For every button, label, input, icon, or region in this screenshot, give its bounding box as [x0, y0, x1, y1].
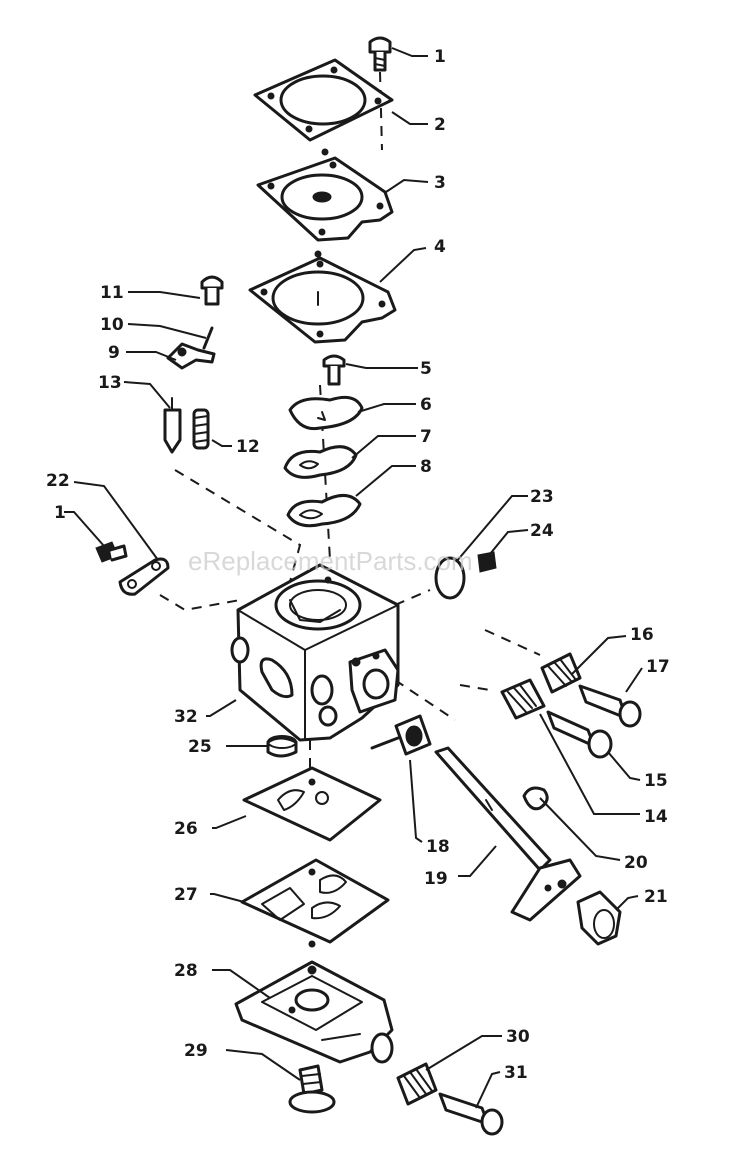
lever-part-6 [288, 395, 364, 431]
callout-labels: 1 2 3 4 5 6 7 8 11 10 9 13 12 22 1 23 24… [46, 47, 670, 1083]
pin-part-10 [202, 326, 214, 350]
screw-part-5 [322, 354, 346, 386]
callout-10: 10 [100, 315, 124, 335]
nut-part-24 [477, 551, 497, 573]
callout-14: 14 [644, 807, 668, 827]
callout-23: 23 [530, 487, 554, 507]
inlet-lever-part-9 [166, 342, 216, 370]
screw-part-11 [200, 275, 224, 306]
callout-30: 30 [506, 1027, 530, 1047]
diaphragm-part-27 [240, 858, 390, 948]
diaphragm-part-3 [256, 148, 394, 242]
callout-32: 32 [174, 707, 198, 727]
needle-part-31 [438, 1092, 504, 1136]
callout-9: 9 [108, 343, 120, 363]
callout-11: 11 [100, 283, 124, 303]
callout-13: 13 [98, 373, 122, 393]
lever-part-8 [286, 494, 362, 528]
callout-21: 21 [644, 887, 668, 907]
disc-part-23 [434, 556, 466, 600]
spring-part-30 [396, 1062, 438, 1106]
callout-2: 2 [434, 115, 446, 135]
carburetor-body-part-32 [230, 563, 400, 742]
screw-part-1-left [95, 541, 128, 563]
lever-part-7 [283, 445, 358, 479]
callout-17: 17 [646, 657, 670, 677]
callout-3: 3 [434, 173, 446, 193]
callout-31: 31 [504, 1063, 528, 1083]
callout-28: 28 [174, 961, 198, 981]
callout-18: 18 [426, 837, 450, 857]
spring-part-16 [540, 652, 582, 694]
callout-27: 27 [174, 885, 198, 905]
clip-part-20 [522, 786, 549, 811]
callout-24: 24 [530, 521, 554, 541]
callout-1-left: 1 [54, 503, 66, 523]
screw-part-1 [368, 36, 392, 72]
callout-4: 4 [434, 237, 446, 257]
gasket-part-2 [253, 58, 394, 142]
leader-lines [64, 47, 643, 1109]
callout-15: 15 [644, 771, 668, 791]
callout-1-top: 1 [434, 47, 446, 67]
callout-22: 22 [46, 471, 70, 491]
spring-part-12 [192, 408, 210, 450]
callout-19: 19 [424, 869, 448, 889]
needle-part-17 [578, 684, 642, 728]
plate-part-22 [118, 557, 170, 596]
callout-6: 6 [420, 395, 432, 415]
gasket-part-26 [242, 766, 382, 842]
watermark-text: eReplacementParts.com [188, 546, 473, 576]
callout-20: 20 [624, 853, 648, 873]
callout-25: 25 [188, 737, 212, 757]
needle-part-15 [546, 710, 613, 759]
spring-part-14 [500, 678, 546, 720]
callout-16: 16 [630, 625, 654, 645]
knob-part-21 [576, 890, 622, 946]
callout-12: 12 [236, 437, 260, 457]
callout-5: 5 [420, 359, 432, 379]
screen-part-25 [266, 735, 298, 758]
gasket-part-4 [248, 250, 397, 344]
needle-part-13 [163, 397, 182, 454]
throttle-shaft-part-19 [434, 746, 582, 922]
collar-part-18 [370, 714, 432, 756]
callout-8: 8 [420, 457, 432, 477]
callout-26: 26 [174, 819, 198, 839]
callout-29: 29 [184, 1041, 208, 1061]
screw-part-29 [288, 1064, 336, 1114]
metering-cover-part-28 [234, 960, 394, 1064]
callout-7: 7 [420, 427, 432, 447]
